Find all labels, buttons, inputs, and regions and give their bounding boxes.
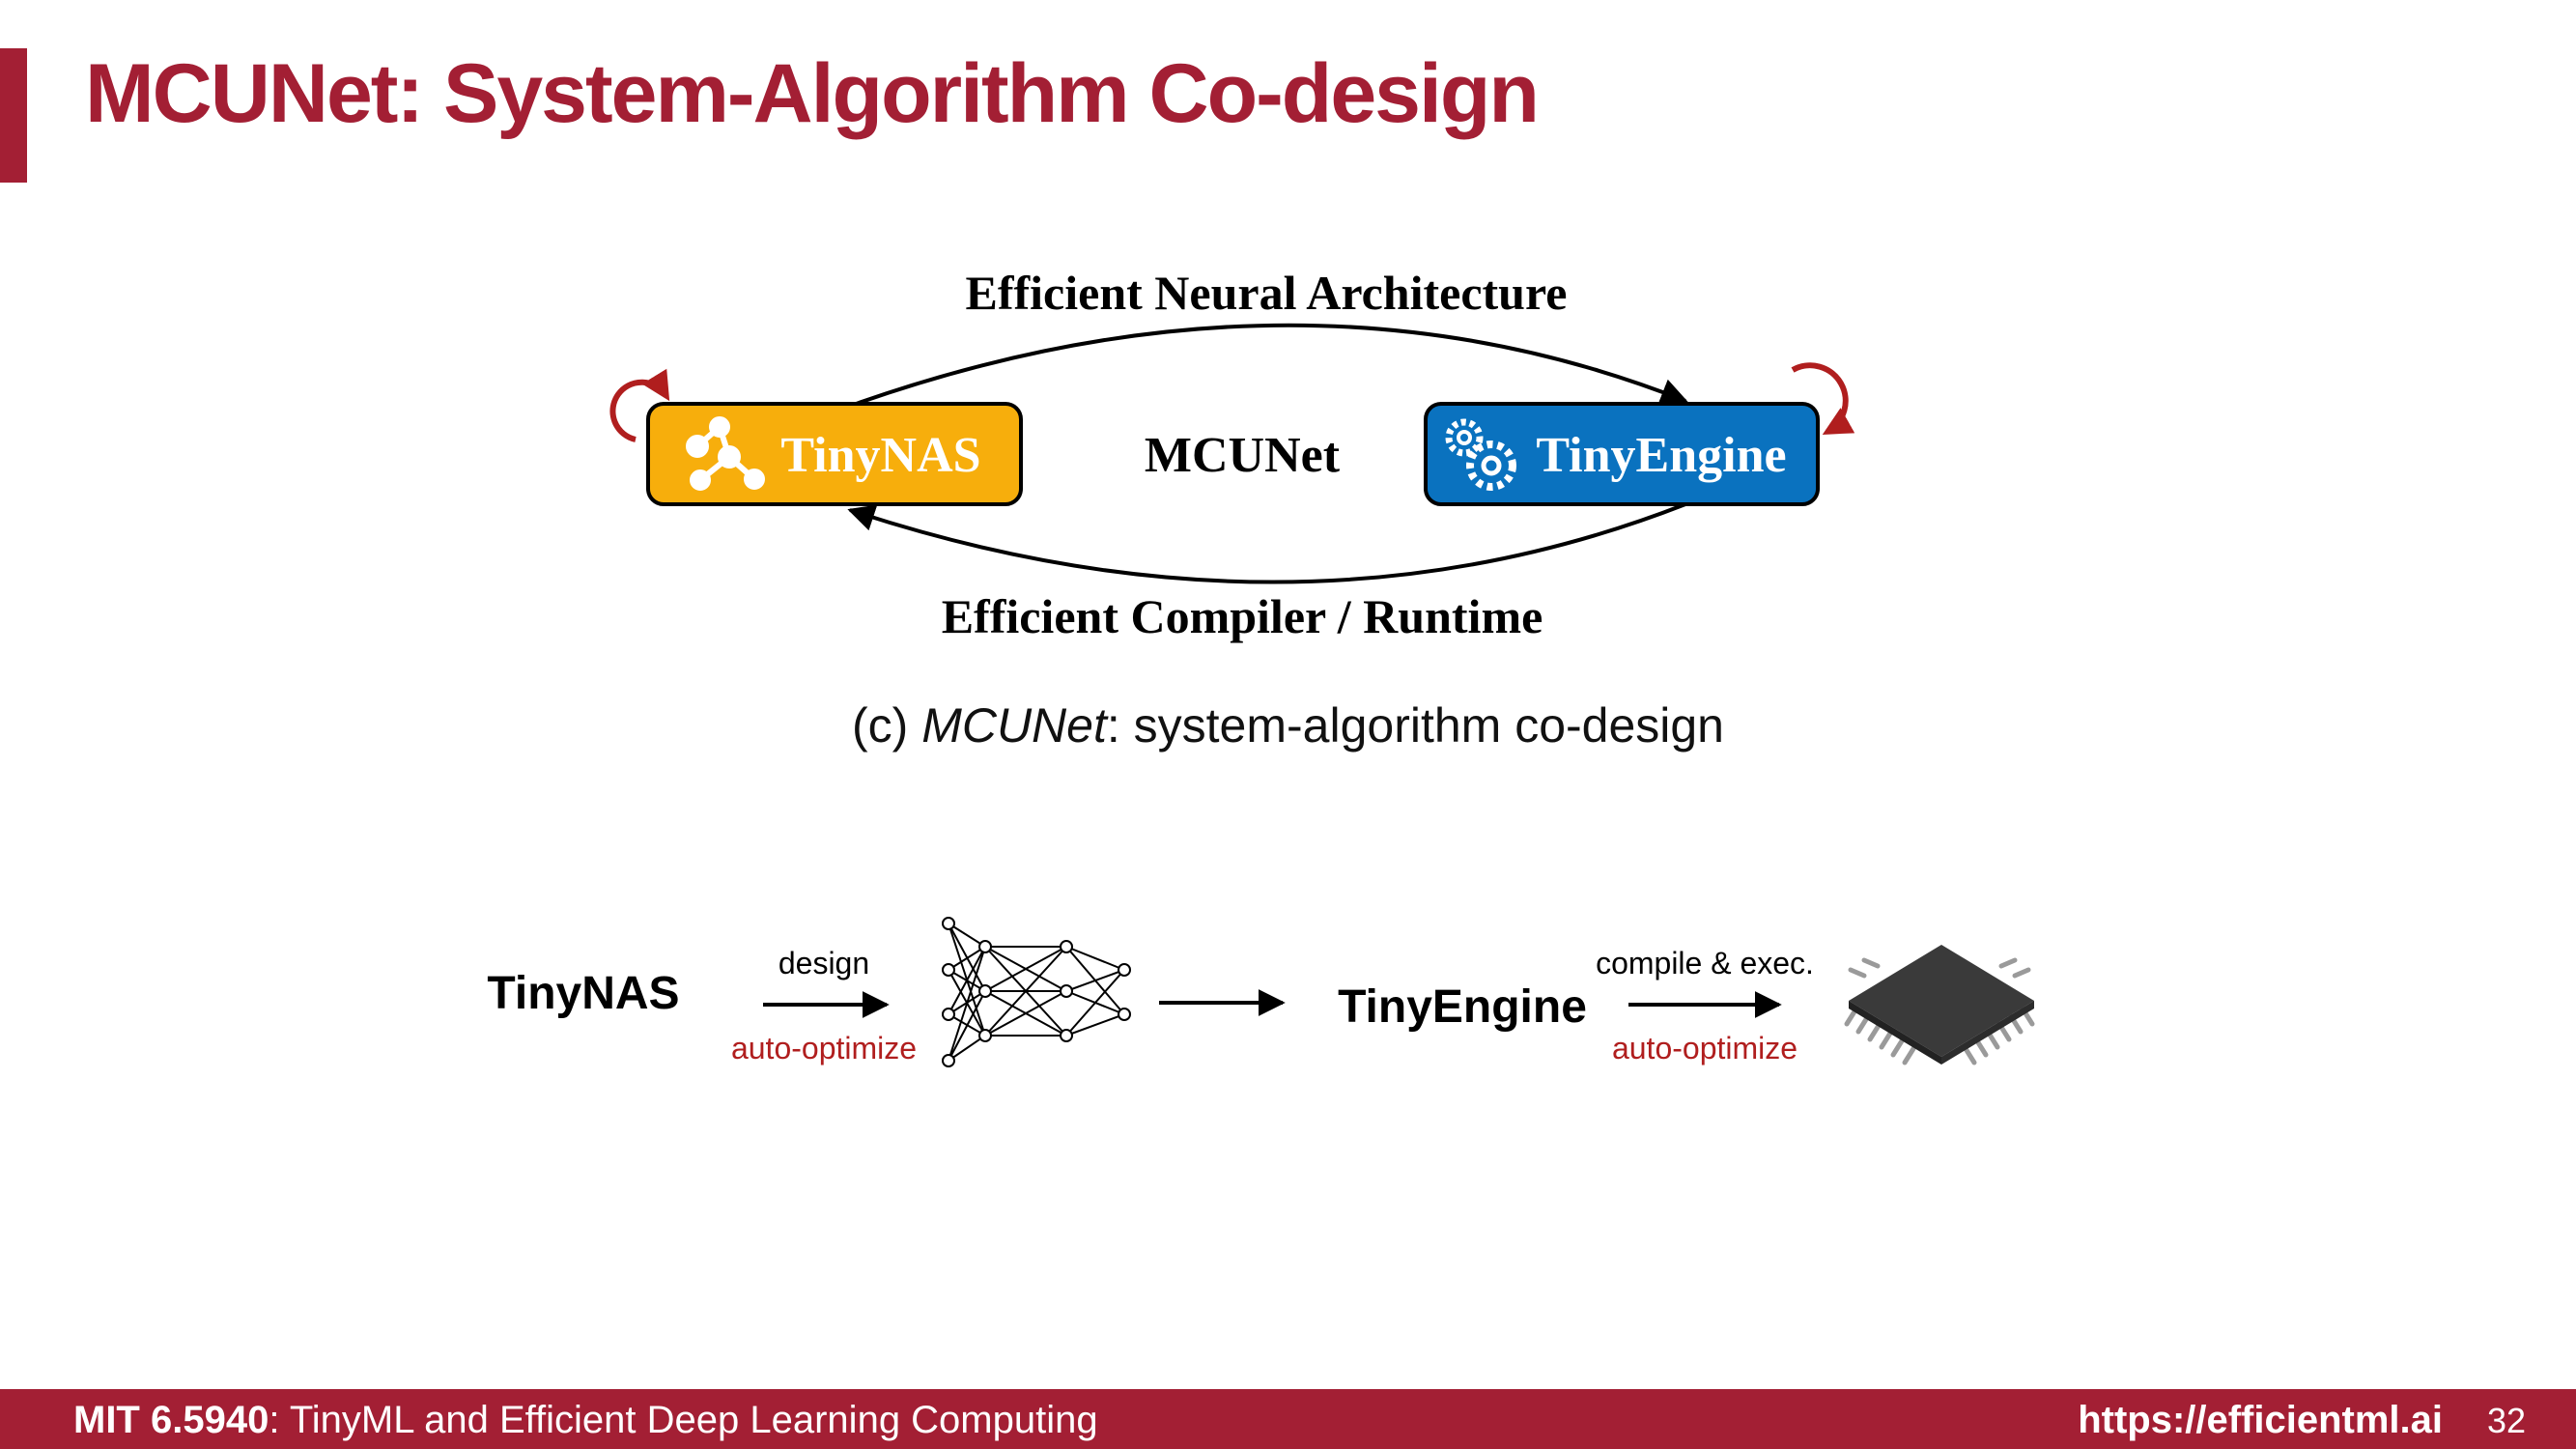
footer-url[interactable]: https://efficientml.ai (2078, 1399, 2443, 1441)
figure-caption: (c) MCUNet: system-algorithm co-design (0, 697, 2576, 753)
neural-network-icon (942, 917, 1131, 1067)
tinynas-box: TinyNAS (646, 402, 1023, 506)
design-label: design (778, 946, 869, 980)
center-label: MCUNet (1145, 428, 1341, 483)
network-graph-icon (686, 416, 765, 491)
footer-course: MIT 6.5940: TinyML and Efficient Deep Le… (73, 1399, 1098, 1442)
circular-arrow-icon (1791, 362, 1855, 435)
footer-bar: MIT 6.5940: TinyML and Efficient Deep Le… (0, 1389, 2576, 1449)
compile-label: compile & exec. (1596, 946, 1814, 980)
course-code: MIT 6.5940 (73, 1399, 269, 1441)
auto-optimize-label-2: auto-optimize (1612, 1031, 1798, 1065)
title-accent-bar (0, 48, 27, 183)
top-arc-label: Efficient Neural Architecture (966, 266, 1568, 320)
caption-italic: MCUNet (921, 698, 1107, 753)
flow-tinynas-label: TinyNAS (487, 968, 679, 1019)
caption-prefix: (c) (851, 698, 922, 753)
architecture-arrow (844, 323, 1688, 410)
slide-title: MCUNet: System-Algorithm Co-design (85, 47, 1540, 140)
tinyengine-box: TinyEngine (1424, 402, 1820, 506)
microcontroller-chip-icon (1844, 945, 2035, 1065)
bottom-arc-label: Efficient Compiler / Runtime (942, 589, 1543, 643)
tinyengine-box-label: TinyEngine (1536, 428, 1786, 483)
auto-optimize-label-1: auto-optimize (731, 1031, 917, 1065)
flow-tinyengine-label: TinyEngine (1338, 981, 1587, 1033)
tinynas-box-label: TinyNAS (780, 428, 980, 483)
caption-suffix: : system-algorithm co-design (1106, 698, 1724, 753)
codesign-diagram: Efficient Neural Architecture Efficient … (487, 266, 2035, 1067)
course-title: : TinyML and Efficient Deep Learning Com… (269, 1399, 1098, 1441)
gears-icon (1445, 418, 1516, 491)
compiler-arrow (847, 502, 1686, 584)
page-number: 32 (2486, 1401, 2526, 1440)
circular-arrow-icon (609, 368, 670, 442)
